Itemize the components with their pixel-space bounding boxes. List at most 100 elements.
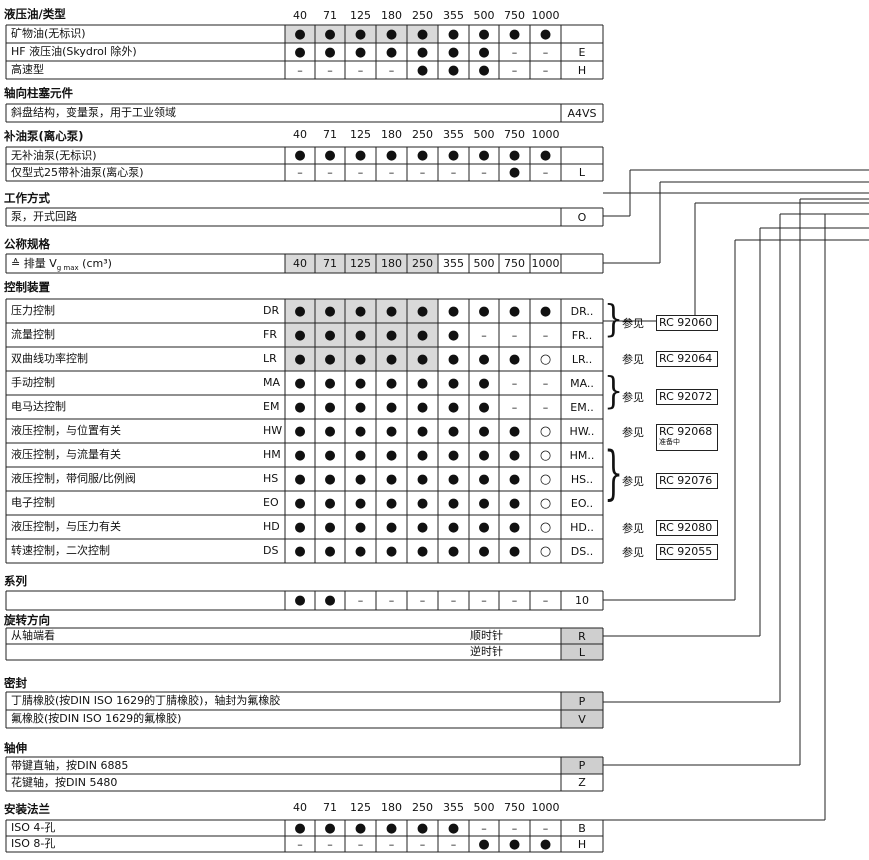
table-cell: ● bbox=[354, 375, 367, 391]
table-cell: – bbox=[357, 166, 364, 179]
order-code-box: R bbox=[578, 629, 586, 643]
table-cell: ● bbox=[447, 327, 460, 343]
table-cell: ● bbox=[447, 447, 460, 463]
row-right-label: 逆时针 bbox=[470, 645, 503, 658]
table-cell: ● bbox=[385, 820, 398, 836]
reference-box: RC 92055 bbox=[656, 544, 718, 560]
table-cell: – bbox=[542, 45, 549, 59]
table-cell: ● bbox=[447, 303, 460, 319]
reference-code: RC 92068 bbox=[659, 425, 713, 438]
table-cell: ● bbox=[354, 351, 367, 367]
reference-code: RC 92055 bbox=[659, 545, 713, 558]
section-title: 系列 bbox=[4, 574, 27, 588]
row-code: HW bbox=[263, 424, 283, 437]
table-cell: – bbox=[450, 166, 457, 179]
table-cell: ● bbox=[539, 148, 552, 163]
table-cell: ● bbox=[416, 148, 429, 163]
section-title: 控制装置 bbox=[4, 280, 50, 294]
reference-code: RC 92080 bbox=[659, 521, 713, 534]
table-cell: ● bbox=[416, 519, 429, 535]
table-cell: ● bbox=[416, 447, 429, 463]
table-cell: ● bbox=[478, 519, 490, 535]
table-cell: ● bbox=[416, 423, 429, 439]
row-code: EM bbox=[263, 400, 280, 413]
row-code: FR bbox=[263, 328, 277, 341]
table-cell: ● bbox=[294, 447, 306, 463]
table-cell: ● bbox=[508, 519, 521, 535]
size-header: 250 bbox=[412, 800, 433, 814]
table-cell: ● bbox=[294, 44, 306, 60]
size-header: 125 bbox=[350, 800, 371, 814]
table-cell: – bbox=[357, 837, 364, 851]
table-cell: – bbox=[327, 837, 333, 851]
order-code-box: P bbox=[578, 759, 586, 772]
table-cell: ● bbox=[447, 820, 460, 836]
table-cell: ● bbox=[354, 148, 367, 163]
table-cell: ● bbox=[447, 44, 460, 60]
table-cell: – bbox=[297, 166, 303, 179]
table-cell: ● bbox=[539, 26, 552, 42]
table-cell: ● bbox=[416, 375, 429, 391]
label-subscript: g max bbox=[56, 263, 79, 272]
see-label: 参见 bbox=[622, 546, 644, 559]
table-cell: ● bbox=[416, 62, 429, 78]
table-cell: ○ bbox=[539, 543, 552, 559]
table-cell: ● bbox=[324, 423, 336, 439]
table-cell: ● bbox=[539, 303, 552, 319]
table-cell: – bbox=[327, 63, 333, 77]
table-cell: ● bbox=[508, 351, 521, 367]
reference-box: RC 92072 bbox=[656, 389, 718, 405]
row-label: 无补油泵(无标识) bbox=[11, 148, 97, 162]
table-cell: ● bbox=[478, 44, 490, 60]
table-cell: ● bbox=[478, 423, 490, 439]
table-cell: ● bbox=[354, 543, 367, 559]
order-code-box: EM.. bbox=[570, 400, 594, 414]
see-label: 参见 bbox=[622, 426, 644, 439]
table-cell: ● bbox=[478, 351, 490, 367]
reference-code: RC 92064 bbox=[659, 352, 713, 365]
table-cell: ● bbox=[294, 399, 306, 415]
table-cell: – bbox=[297, 837, 303, 851]
order-code-box: P bbox=[578, 694, 586, 708]
table-cell: ● bbox=[478, 62, 490, 78]
section-title: 工作方式 bbox=[4, 191, 50, 205]
table-cell: ● bbox=[416, 26, 429, 42]
table-cell: 500 bbox=[473, 257, 495, 270]
table-cell: ● bbox=[324, 820, 336, 836]
order-code-box: FR.. bbox=[571, 328, 593, 342]
row-code: HD bbox=[263, 520, 280, 533]
size-header: 180 bbox=[381, 8, 402, 22]
table-cell: ● bbox=[478, 375, 490, 391]
table-cell: ● bbox=[324, 327, 336, 343]
size-header: 355 bbox=[443, 800, 464, 814]
table-cell: ● bbox=[447, 423, 460, 439]
table-cell: ● bbox=[447, 543, 460, 559]
order-code-box: 10 bbox=[575, 594, 589, 607]
table-cell: ● bbox=[324, 447, 336, 463]
table-cell: ● bbox=[508, 165, 521, 180]
order-code-box: L bbox=[578, 166, 586, 179]
table-cell: – bbox=[388, 594, 395, 607]
table-cell: ● bbox=[294, 519, 306, 535]
table-cell: – bbox=[357, 63, 364, 77]
table-cell: – bbox=[542, 328, 549, 342]
table-cell: ● bbox=[385, 543, 398, 559]
order-code-box: L bbox=[578, 645, 586, 659]
row-label: 电马达控制 bbox=[11, 400, 66, 413]
table-cell: – bbox=[511, 400, 518, 414]
table-cell: ● bbox=[508, 148, 521, 163]
row-label: ISO 8-孔 bbox=[11, 837, 56, 850]
table-cell: ● bbox=[508, 543, 521, 559]
section-title: 液压油/类型 bbox=[4, 7, 66, 21]
table-cell: 125 bbox=[350, 257, 371, 270]
row-label: 高速型 bbox=[11, 63, 44, 76]
table-cell: ● bbox=[385, 303, 398, 319]
order-code-box: H bbox=[577, 837, 587, 851]
row-right-label: 顺时针 bbox=[470, 629, 503, 642]
table-cell: ● bbox=[385, 148, 398, 163]
section-title: 公称规格 bbox=[4, 237, 50, 251]
reference-code: RC 92076 bbox=[659, 474, 713, 487]
size-header: 750 bbox=[504, 800, 525, 814]
